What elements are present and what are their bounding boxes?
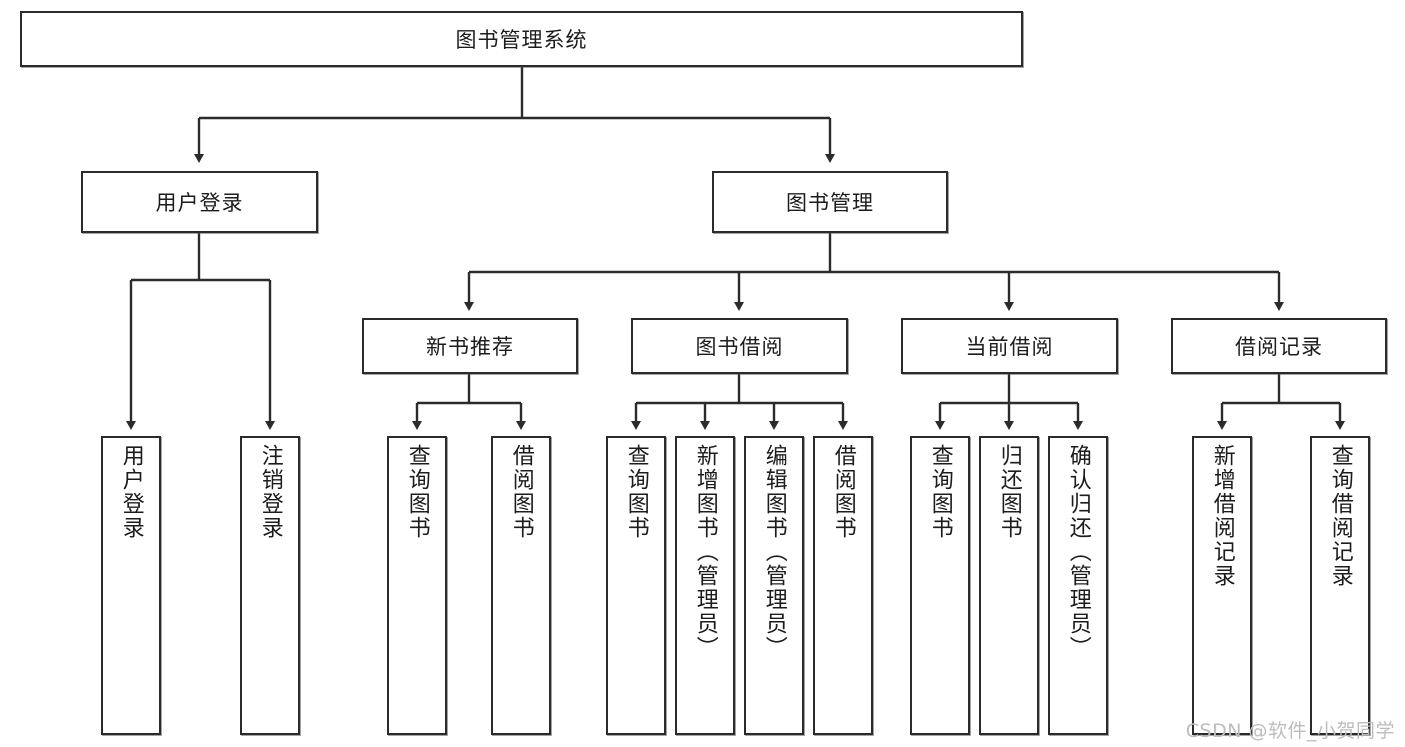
node-root-label: 图书管理系统: [455, 28, 588, 52]
leaf-edit-book-admin-label: 编辑图书（管理员）: [761, 444, 787, 660]
node-current-borrow[interactable]: 当前借阅: [901, 318, 1118, 374]
leaf-confirm-return-admin-label: 确认归还（管理员）: [1065, 444, 1091, 660]
leaf-logout-label: 注销登录: [257, 444, 283, 540]
leaf-logout[interactable]: 注销登录: [240, 436, 300, 735]
node-book-borrow[interactable]: 图书借阅: [631, 318, 848, 374]
leaf-query-borrow-record-label: 查询借阅记录: [1327, 444, 1353, 588]
leaf-query-book-nb[interactable]: 查询图书: [387, 436, 447, 735]
node-root[interactable]: 图书管理系统: [20, 11, 1023, 67]
leaf-query-book-cb[interactable]: 查询图书: [910, 436, 970, 735]
leaf-confirm-return-admin[interactable]: 确认归还（管理员）: [1048, 436, 1108, 735]
node-book-borrow-label: 图书借阅: [695, 335, 784, 359]
node-book-manage-label: 图书管理: [786, 191, 874, 215]
node-new-book-recommend[interactable]: 新书推荐: [362, 318, 578, 374]
leaf-query-book-nb-label: 查询图书: [404, 444, 430, 540]
node-new-book-recommend-label: 新书推荐: [426, 335, 514, 359]
leaf-user-login-label: 用户登录: [118, 444, 144, 540]
leaf-query-book-cb-label: 查询图书: [927, 444, 953, 540]
leaf-borrow-book-bb-label: 借阅图书: [830, 444, 856, 540]
leaf-edit-book-admin[interactable]: 编辑图书（管理员）: [744, 436, 804, 735]
leaf-borrow-book-nb-label: 借阅图书: [508, 444, 534, 540]
leaf-add-borrow-record-label: 新增借阅记录: [1209, 444, 1235, 588]
leaf-return-book[interactable]: 归还图书: [979, 436, 1039, 735]
leaf-borrow-book-nb[interactable]: 借阅图书: [491, 436, 551, 735]
leaf-add-borrow-record[interactable]: 新增借阅记录: [1192, 436, 1252, 735]
node-borrow-record-label: 借阅记录: [1235, 335, 1323, 359]
leaf-return-book-label: 归还图书: [996, 444, 1022, 540]
leaf-user-login[interactable]: 用户登录: [101, 436, 161, 735]
node-user-login[interactable]: 用户登录: [81, 171, 318, 233]
leaf-add-book-admin-label: 新增图书（管理员）: [692, 444, 718, 660]
leaf-query-book-bb[interactable]: 查询图书: [606, 436, 666, 735]
node-user-login-label: 用户登录: [155, 191, 244, 215]
leaf-query-borrow-record[interactable]: 查询借阅记录: [1310, 436, 1370, 735]
leaf-add-book-admin[interactable]: 新增图书（管理员）: [675, 436, 735, 735]
node-current-borrow-label: 当前借阅: [965, 335, 1054, 359]
leaf-borrow-book-bb[interactable]: 借阅图书: [813, 436, 873, 735]
node-borrow-record[interactable]: 借阅记录: [1171, 318, 1387, 374]
leaf-query-book-bb-label: 查询图书: [623, 444, 649, 540]
node-book-manage[interactable]: 图书管理: [712, 171, 948, 233]
